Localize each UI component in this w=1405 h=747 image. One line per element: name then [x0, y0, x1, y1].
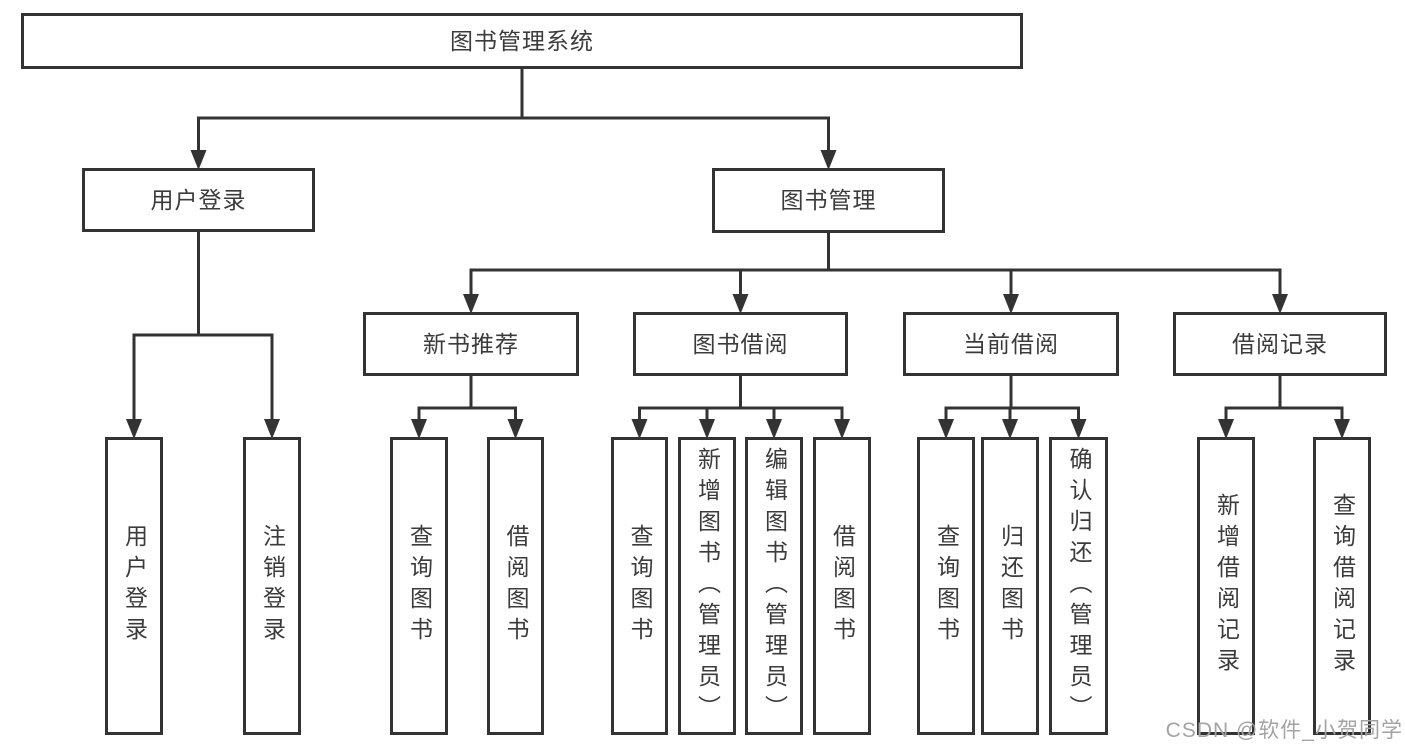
- node-label-cb-query: 查询图书: [933, 524, 960, 648]
- node-label-login: 用户登录: [121, 524, 148, 648]
- node-book-mgmt: 图书管理: [712, 168, 945, 233]
- node-label-br-query: 查询借阅记录: [1329, 493, 1356, 679]
- node-user-login: 用户登录: [82, 168, 315, 232]
- node-logout: 注销登录: [243, 437, 301, 735]
- node-label-nb-borrow: 借阅图书: [503, 524, 529, 648]
- node-label-cb-confirm: 确认归还（管理员）: [1066, 446, 1092, 726]
- node-cb-query: 查询图书: [917, 437, 975, 735]
- node-label-br-add: 新增借阅记录: [1213, 493, 1240, 679]
- node-label-bb-add: 新增图书（管理员）: [694, 446, 721, 726]
- node-nb-borrow: 借阅图书: [487, 437, 544, 735]
- node-label-logout: 注销登录: [259, 524, 286, 648]
- node-book-borrow: 图书借阅: [633, 312, 848, 376]
- node-bb-borrow: 借阅图书: [813, 437, 871, 735]
- node-new-book-rec: 新书推荐: [363, 312, 579, 376]
- node-label-nb-query: 查询图书: [406, 524, 433, 648]
- node-bb-add: 新增图书（管理员）: [678, 437, 736, 735]
- node-current-borrow: 当前借阅: [903, 312, 1119, 376]
- node-nb-query: 查询图书: [390, 437, 448, 735]
- node-label-bb-borrow: 借阅图书: [829, 524, 856, 648]
- node-label-cb-return: 归还图书: [997, 524, 1024, 648]
- node-label-bb-query: 查询图书: [627, 524, 653, 648]
- node-root: 图书管理系统: [21, 13, 1023, 69]
- node-label-book-borrow: 图书借阅: [692, 330, 789, 357]
- node-cb-return: 归还图书: [981, 437, 1039, 735]
- node-label-current-borrow: 当前借阅: [963, 330, 1059, 357]
- node-label-new-book-rec: 新书推荐: [423, 330, 519, 357]
- node-cb-confirm: 确认归还（管理员）: [1049, 437, 1108, 735]
- node-br-add: 新增借阅记录: [1197, 437, 1255, 735]
- node-label-root: 图书管理系统: [450, 27, 594, 54]
- node-label-book-mgmt: 图书管理: [780, 187, 877, 213]
- node-borrow-record: 借阅记录: [1173, 312, 1387, 376]
- node-label-borrow-record: 借阅记录: [1232, 330, 1328, 357]
- node-label-bb-edit: 编辑图书（管理员）: [761, 446, 788, 726]
- node-login: 用户登录: [105, 437, 163, 735]
- node-label-user-login: 用户登录: [150, 186, 247, 213]
- node-bb-edit: 编辑图书（管理员）: [745, 437, 803, 735]
- node-br-query: 查询借阅记录: [1313, 437, 1371, 735]
- csdn-watermark: CSDN @软件_小贺同学: [1165, 719, 1403, 742]
- node-bb-query: 查询图书: [611, 437, 668, 735]
